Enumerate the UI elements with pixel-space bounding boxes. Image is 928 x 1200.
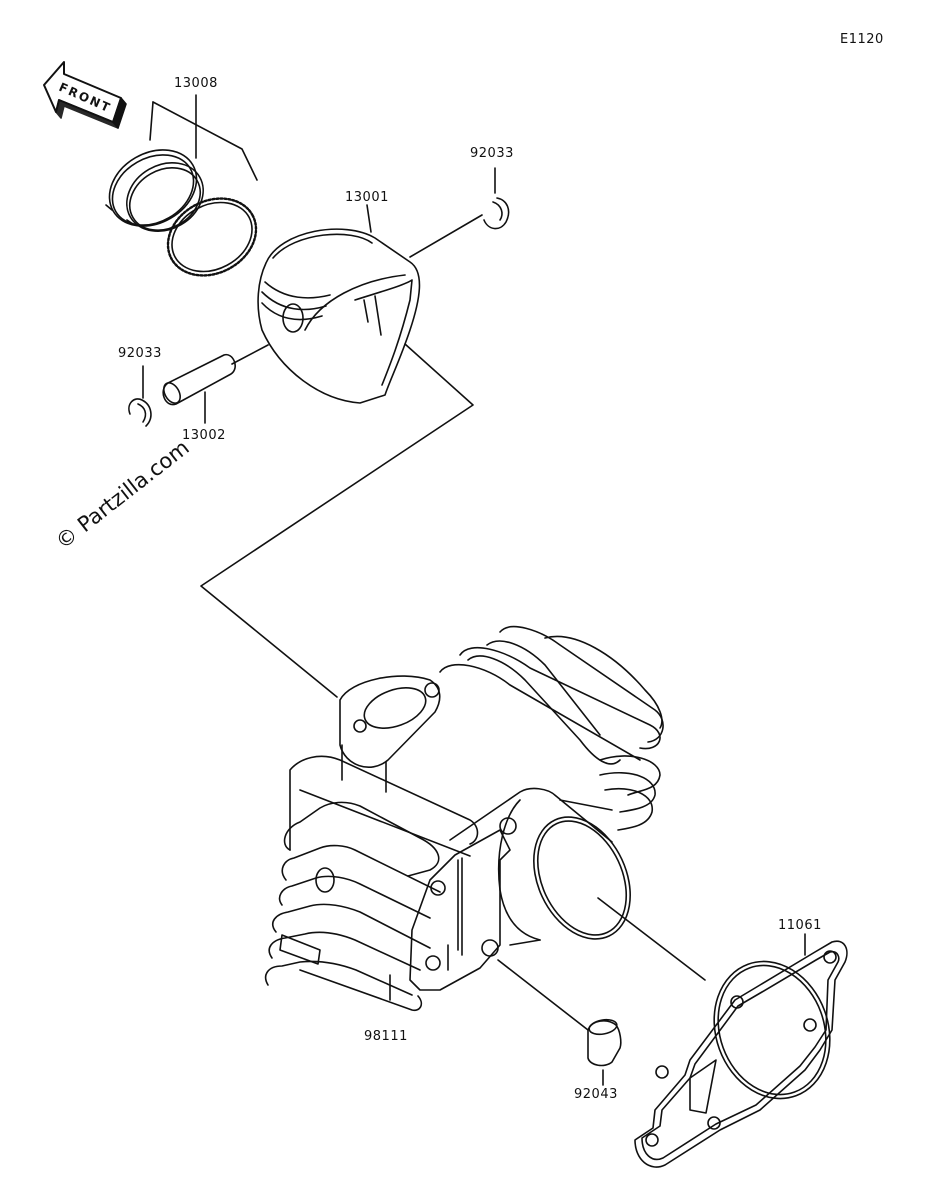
circlip-left-drawing [129, 366, 151, 426]
part-label-92033-right: 92033 [470, 146, 514, 161]
front-arrow-icon: FRONT [44, 62, 126, 128]
cylinder-drawing [266, 627, 663, 1011]
part-label-92043: 92043 [574, 1087, 618, 1102]
part-label-13001: 13001 [345, 190, 389, 205]
base-gasket-drawing [598, 898, 849, 1167]
part-label-13008: 13008 [174, 76, 218, 91]
diagram-code: E1120 [840, 32, 884, 47]
piston-drawing [258, 205, 419, 403]
part-label-98111: 98111 [364, 1029, 408, 1044]
part-label-13002: 13002 [182, 428, 226, 443]
piston-to-cylinder-leader [201, 344, 473, 697]
circlip-right-drawing [410, 168, 509, 257]
piston-pin-drawing [160, 345, 268, 423]
part-label-92033-left: 92033 [118, 346, 162, 361]
dowel-pin-drawing [498, 960, 621, 1085]
piston-rings-drawing [96, 95, 270, 290]
part-label-11061: 11061 [778, 918, 822, 933]
